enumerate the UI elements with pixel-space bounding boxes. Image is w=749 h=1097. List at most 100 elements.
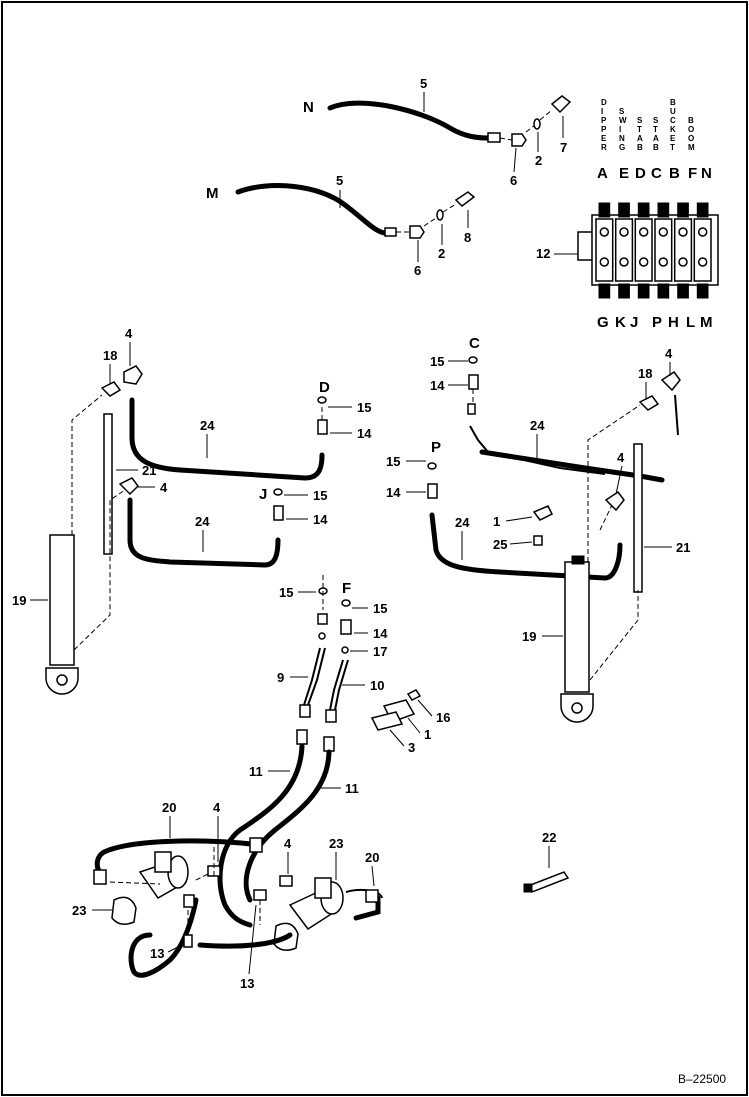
callout-15-j: 15	[313, 488, 327, 503]
hose-n-assembly	[327, 95, 572, 147]
callout-4-left-mid: 4	[160, 480, 168, 495]
elbow-4-left-top	[123, 365, 143, 385]
o-ring-15-d	[317, 396, 327, 404]
cylinder-19-right	[564, 561, 590, 693]
valve-letter-p: P	[652, 314, 662, 331]
clamp-3	[370, 711, 404, 731]
adapter-7	[550, 95, 572, 114]
callout-4-left-top: 4	[125, 326, 133, 341]
right-stabilizer-group	[427, 356, 681, 723]
center-hose-group	[217, 575, 422, 928]
callout-2-top: 2	[535, 153, 542, 168]
valve-spool-cap-top	[696, 202, 709, 218]
tube-9	[303, 647, 321, 706]
valve-section	[614, 218, 634, 282]
elbow-fitting-6	[511, 133, 527, 147]
valve-letter-k: K	[615, 314, 626, 331]
valve-letter-d: D	[635, 165, 646, 182]
callout-12: 12	[536, 246, 550, 261]
valve-spool-cap-bottom	[637, 283, 650, 299]
fitting-14-f	[340, 619, 352, 635]
port-letter-f: F	[342, 580, 351, 597]
hose-end-fitting-m	[384, 227, 397, 237]
valve-section	[654, 218, 673, 282]
valve-spool-cap-top	[618, 202, 630, 218]
hose-20-left	[94, 838, 263, 879]
bolt-16	[406, 689, 422, 701]
valve-letter-e: E	[619, 165, 629, 182]
valve-port	[678, 257, 688, 267]
callout-18-left: 18	[103, 348, 117, 363]
fitting-14-c	[468, 374, 479, 390]
valve-port	[638, 257, 649, 267]
valve-port	[697, 227, 708, 237]
valve-section	[595, 218, 614, 282]
bushing-23-left	[111, 896, 137, 925]
hose-11-right	[243, 749, 332, 903]
callout-15-c: 15	[430, 354, 444, 369]
hose-5-upper	[327, 100, 491, 141]
valve-letter-a: A	[597, 165, 608, 182]
callout-4-right-top: 4	[665, 346, 673, 361]
callout-15-left: 15	[279, 585, 293, 600]
valve-letter-g: G	[597, 314, 609, 331]
callout-21-right: 21	[676, 540, 690, 555]
pin-22	[523, 871, 570, 893]
hose-5-lower	[235, 183, 388, 236]
hose-11-left	[217, 743, 305, 928]
callout-23-right: 23	[329, 836, 343, 851]
control-valve-body	[577, 202, 719, 299]
o-ring-15-f	[341, 599, 351, 607]
valve-section	[634, 218, 653, 282]
valve-letter-c: C	[651, 165, 662, 182]
elbow-4-right-top	[660, 370, 681, 392]
pin-body	[526, 871, 570, 893]
callout-15-p: 15	[386, 454, 400, 469]
elbow-4-left-mid	[118, 477, 139, 496]
callout-17: 17	[373, 644, 387, 659]
callout-13-left: 13	[150, 946, 164, 961]
hose-24-left-lower	[127, 497, 281, 568]
valve-port	[619, 227, 629, 237]
callout-5-mid: 5	[336, 173, 343, 188]
valve-spool-cap-bottom	[618, 283, 630, 299]
valve-port	[658, 227, 669, 237]
valve-port	[697, 257, 708, 267]
port-letter-j: J	[259, 486, 267, 503]
callout-14-d: 14	[357, 426, 372, 441]
valve-letter-j: J	[630, 314, 638, 331]
left-stabilizer-group	[45, 365, 328, 695]
swivel-left-group	[93, 837, 263, 978]
fitting-14-d	[317, 419, 328, 435]
callout-23-left: 23	[72, 903, 86, 918]
tube-21-right	[633, 443, 643, 593]
clip-18-right	[638, 395, 660, 411]
callout-21-left: 21	[142, 463, 156, 478]
screw-25	[533, 535, 543, 546]
callout-14-p: 14	[386, 485, 401, 500]
swivel-right-group	[197, 845, 383, 951]
valve-spool-cap-top	[637, 202, 650, 218]
callout-3: 3	[408, 740, 415, 755]
callout-22: 22	[542, 830, 556, 845]
o-ring-2	[533, 118, 541, 130]
fitting-13-left	[183, 934, 193, 948]
tube-21-left	[103, 413, 113, 555]
valve-spool-cap-bottom	[677, 283, 689, 299]
callout-9: 9	[277, 670, 284, 685]
callout-10: 10	[370, 678, 384, 693]
callout-4-bottom-left: 4	[213, 800, 221, 815]
valve-spool-cap-bottom	[696, 283, 709, 299]
callout-14-j: 14	[313, 512, 328, 527]
callout-24-right-upper: 24	[530, 418, 545, 433]
callout-14-c: 14	[430, 378, 445, 393]
callout-24-left-upper: 24	[200, 418, 215, 433]
valve-port	[599, 257, 610, 267]
elbow-4-right-mid	[604, 490, 625, 512]
